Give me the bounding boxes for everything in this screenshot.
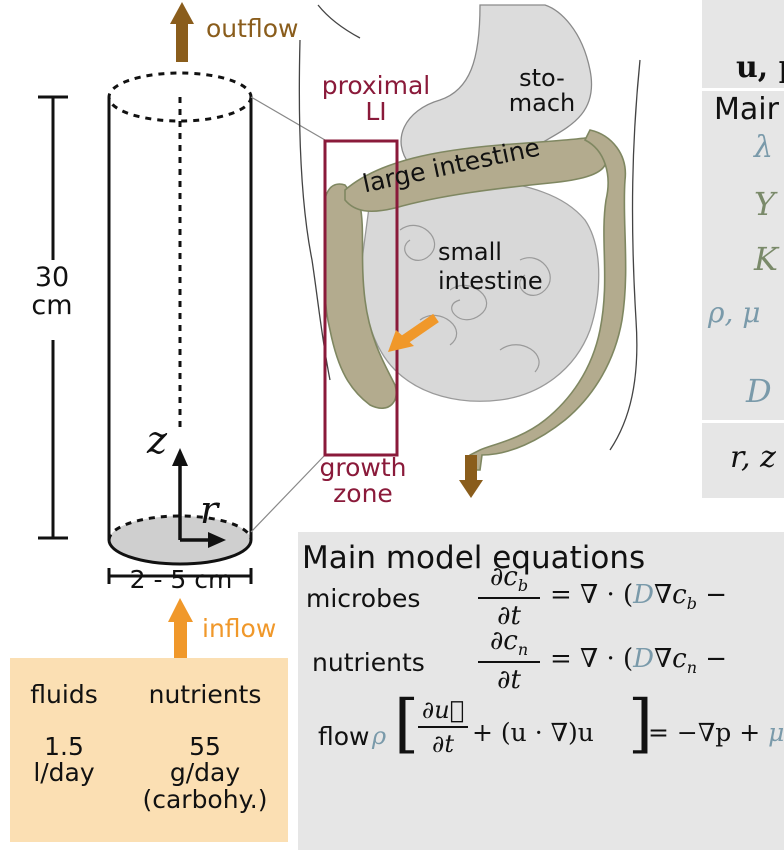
eq-flow-rhs: = −∇p + μ bbox=[648, 718, 784, 747]
eq-flow-mid: + (u · ∇)u bbox=[472, 718, 594, 747]
eq-microbes-num-sub: b bbox=[517, 576, 529, 596]
param-d: D bbox=[746, 372, 772, 410]
eq-flow-label: flow bbox=[318, 722, 370, 751]
eq-flow-rho: ρ bbox=[372, 722, 387, 750]
eq-nutrients-rhs-open: = ∇ · ( bbox=[550, 644, 634, 674]
rectal-outflow-arrow bbox=[459, 455, 483, 498]
panel-divider-1 bbox=[702, 88, 784, 91]
eq-nutrients-end: − bbox=[697, 644, 728, 674]
large-intestine-shape bbox=[323, 129, 627, 471]
param-k: K bbox=[754, 240, 778, 278]
axis-z-label: z bbox=[147, 418, 168, 462]
outflow-label: outflow bbox=[206, 14, 299, 43]
height-label: 30 cm bbox=[22, 263, 82, 321]
eq-microbes-grad: ∇c bbox=[654, 580, 687, 610]
axis-arrows bbox=[172, 448, 226, 548]
inflow-box: fluids nutrients 1.5 l/day 55 g/day (car… bbox=[10, 658, 288, 842]
eq-microbes-rhs: = ∇ · (D∇cb − bbox=[550, 580, 727, 613]
small-intestine-label: small intestine bbox=[438, 238, 543, 295]
eq-flow-rhs-text: = −∇p + bbox=[648, 718, 769, 747]
connector-lines bbox=[250, 96, 326, 533]
nutrients-header: nutrients bbox=[148, 680, 262, 709]
eq-microbes-num: ∂c bbox=[489, 562, 518, 592]
panel-heading: Mair bbox=[714, 92, 779, 127]
nutrients-value: 55 g/day (carbohy.) bbox=[142, 732, 268, 814]
eq-microbes-label: microbes bbox=[306, 584, 421, 613]
growth-zone-label: growth zone bbox=[319, 453, 407, 509]
eq-microbes-rhs-open: = ∇ · ( bbox=[550, 580, 634, 610]
eq-nutrients-den: ∂t bbox=[497, 665, 521, 696]
outflow-arrow bbox=[170, 2, 194, 62]
eq-nutrients-num-sub: n bbox=[517, 640, 529, 660]
eq-flow-fraction: ∂u⃗ ∂t bbox=[416, 696, 470, 758]
eq-flow-bracket-open: [ bbox=[394, 687, 419, 761]
eq-nutrients-label: nutrients bbox=[312, 648, 425, 677]
eq-microbes-fraction: ∂cb ∂t bbox=[474, 562, 544, 631]
body-outline bbox=[298, 4, 641, 451]
eq-nutrients-num: ∂c bbox=[489, 626, 518, 656]
eq-microbes-grad-sub: b bbox=[686, 594, 697, 614]
inflow-arrow bbox=[168, 598, 193, 660]
eq-flow-den: ∂t bbox=[431, 730, 455, 758]
equations-title: Main model equations bbox=[302, 540, 646, 576]
inflow-label: inflow bbox=[202, 614, 277, 643]
panel-top-vars: u, p bbox=[736, 50, 784, 85]
eq-nutrients-rhs: = ∇ · (D∇cn − bbox=[550, 644, 727, 677]
absorption-arrow bbox=[388, 313, 439, 352]
eq-nutrients-grad-sub: n bbox=[686, 658, 698, 678]
stomach-label: sto- mach bbox=[508, 64, 576, 118]
proximal-li-label: proximal LI bbox=[321, 71, 431, 127]
eq-flow-num: ∂u⃗ bbox=[421, 696, 465, 724]
cylinder bbox=[107, 71, 253, 566]
param-rho-mu: ρ, μ bbox=[708, 296, 761, 329]
height-bar bbox=[38, 95, 68, 540]
param-lambda: λ bbox=[754, 130, 774, 165]
eq-microbes-end: − bbox=[696, 580, 728, 610]
width-bar bbox=[107, 568, 253, 584]
parameter-panel: u, p Mair λ Y K ρ, μ D r, z bbox=[702, 0, 784, 498]
eq-microbes-d: D bbox=[633, 580, 655, 610]
eq-nutrients-grad: ∇c bbox=[654, 644, 687, 674]
width-label: 2 - 5 cm bbox=[129, 565, 233, 594]
param-y: Y bbox=[754, 185, 776, 223]
fluids-header: fluids bbox=[30, 680, 98, 709]
eq-flow-bracket-close: ] bbox=[628, 687, 653, 761]
equations-panel: Main model equations microbes ∂cb ∂t = ∇… bbox=[298, 532, 784, 850]
panel-coords: r, z bbox=[730, 440, 776, 475]
eq-microbes-den: ∂t bbox=[497, 601, 521, 632]
eq-nutrients-d: D bbox=[633, 644, 655, 674]
panel-divider-2 bbox=[702, 420, 784, 423]
eq-flow-mu: μ bbox=[768, 718, 784, 747]
axis-r-label: r bbox=[200, 488, 219, 532]
fluids-value: 1.5 l/day bbox=[33, 732, 95, 788]
proximal-li-box bbox=[323, 139, 399, 457]
eq-nutrients-fraction: ∂cn ∂t bbox=[474, 626, 544, 695]
